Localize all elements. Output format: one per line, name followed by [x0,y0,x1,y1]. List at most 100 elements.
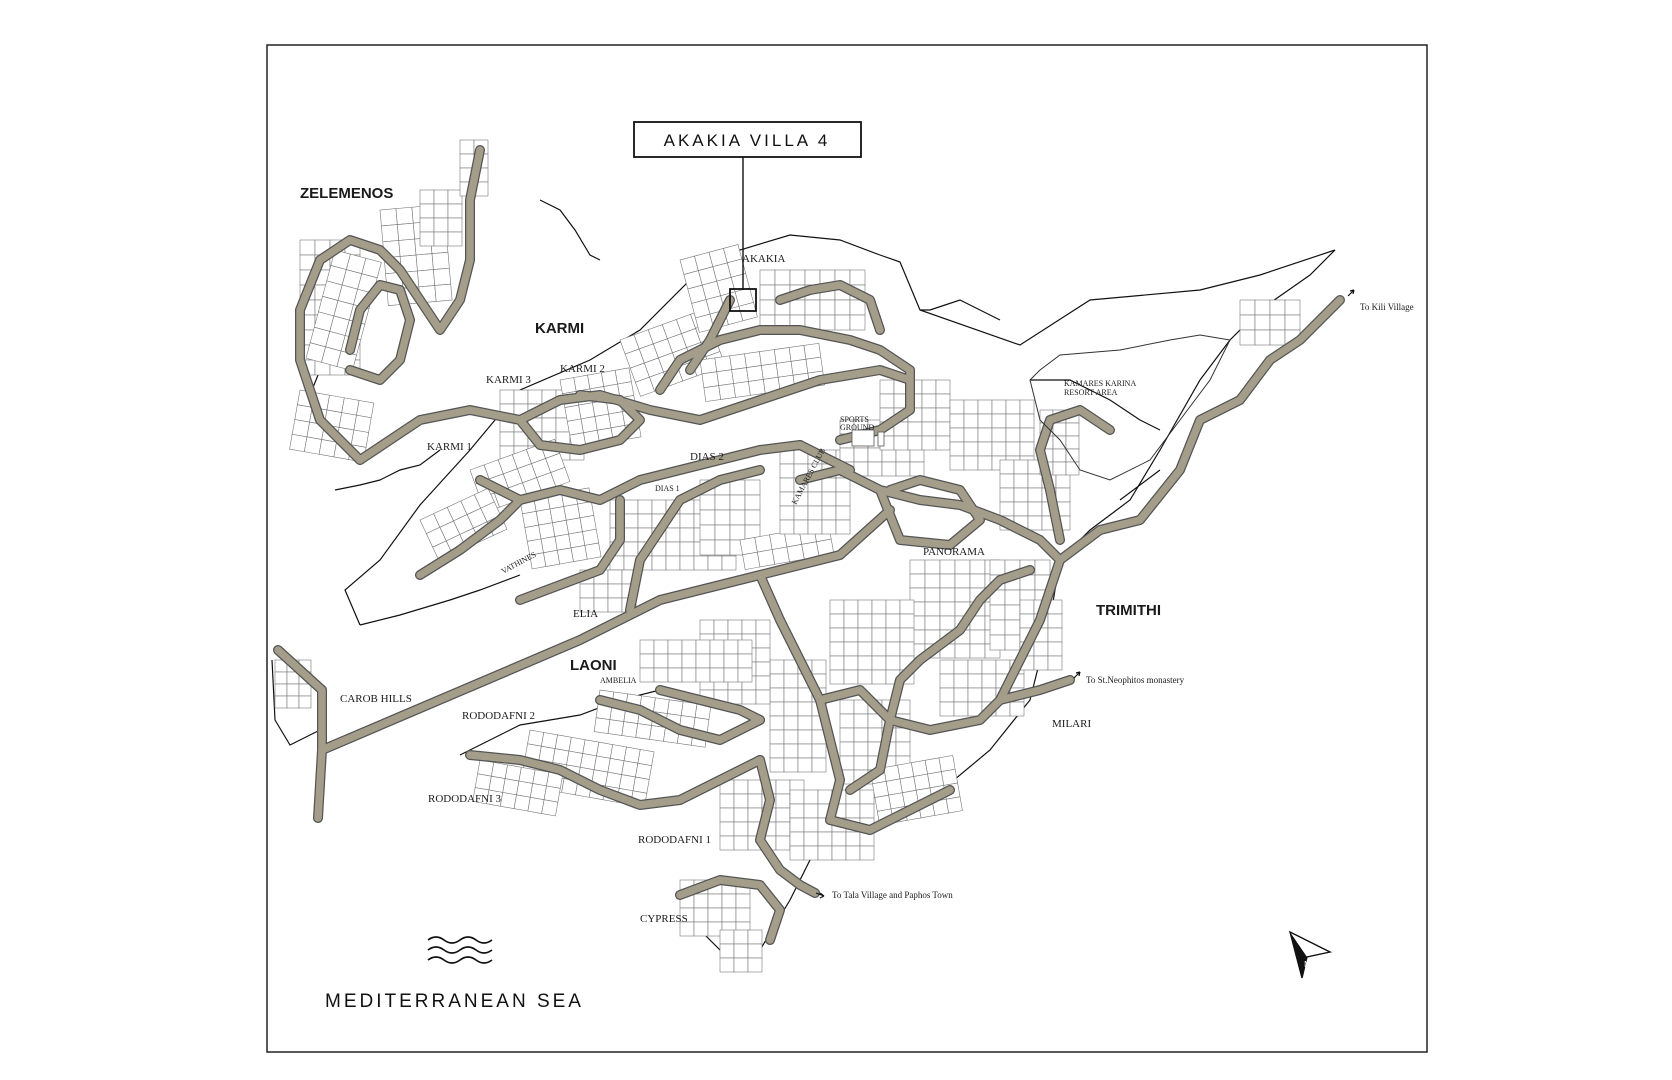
label-kamares-karina-1[interactable]: KAMARES KARINA [1064,379,1136,388]
parcel [504,764,522,782]
parcel [338,412,357,431]
parcel [419,217,435,233]
parcel [963,399,979,415]
label-milari[interactable]: MILARI [1052,718,1091,730]
label-rododafni-1[interactable]: RODODAFNI 1 [638,834,711,846]
parcel [1027,501,1043,517]
parcel [769,673,785,689]
road-akakia-spur [686,296,734,374]
parcel [1005,441,1021,457]
parcel-block [289,389,375,463]
callout-box [633,121,862,158]
parcel [797,743,813,759]
label-panorama[interactable]: PANORAMA [923,546,985,558]
parcel [741,689,757,705]
parcel [963,427,979,443]
label-laoni[interactable]: LAONI [570,657,617,674]
parcel [775,779,791,795]
parcel [883,764,901,782]
parcel [434,283,453,302]
parcel [939,587,956,603]
parcel [953,659,969,675]
label-trimithi[interactable]: TRIMITHI [1096,602,1161,619]
parcel [789,269,806,286]
parcel [607,583,623,599]
parcel [935,393,951,409]
parcel [843,669,859,685]
parcel [699,619,715,635]
label-to-neophitos[interactable]: To St.Neophitos monastery [1086,675,1185,685]
parcel [1005,413,1021,429]
label-karmi-2[interactable]: KARMI 2 [560,363,605,375]
parcel [819,314,836,331]
parcel [651,555,667,571]
parcel [747,943,763,959]
parcel [679,555,695,571]
label-karmi-1[interactable]: KARMI 1 [427,441,472,453]
parcel [899,776,917,794]
label-to-tala[interactable]: To Tala Village and Paphos Town [832,890,953,900]
parcel [839,699,855,715]
road-network [273,145,1345,945]
parcel [939,659,955,675]
parcel [1052,461,1067,476]
label-dias-1[interactable]: DIAS 1 [655,484,680,493]
parcel [857,613,873,629]
parcel [811,659,827,675]
parcel [921,379,937,395]
parcel [527,389,543,405]
parcel [718,383,736,400]
parcel [872,781,889,798]
label-cypress[interactable]: CYPRESS [640,913,688,925]
parcel [857,599,873,615]
parcel [949,399,965,415]
label-karmi-3[interactable]: KARMI 3 [486,374,531,386]
parcel [566,750,584,768]
parcel [707,893,723,909]
label-akakia[interactable]: AKAKIA [742,253,785,265]
label-dias-2[interactable]: DIAS 2 [690,451,724,463]
parcel [963,413,979,429]
label-carob-hills[interactable]: CAROB HILLS [340,693,412,705]
parcel [729,524,746,541]
parcel [1019,427,1035,443]
label-to-kili[interactable]: To Kili Village [1360,302,1414,312]
parcel [835,477,851,493]
label-rododafni-2[interactable]: RODODAFNI 2 [462,710,535,722]
label-kamares-karina-2[interactable]: RESORT AREA [1064,388,1118,397]
parcel [783,687,799,703]
parcel [524,524,542,542]
parcel [803,817,819,833]
parcel [1047,627,1063,643]
parcel [653,639,669,655]
parcel [775,360,794,378]
parcel [499,389,515,405]
parcel [431,251,450,270]
parcel [871,641,887,657]
parcel [924,573,941,589]
parcel [623,513,639,529]
parcel [811,757,827,773]
label-karmi[interactable]: KARMI [535,320,584,337]
parcel [954,559,971,575]
road-south-east [826,786,954,834]
parcel [353,414,372,433]
parcel [679,513,695,529]
label-zelemenos[interactable]: ZELEMENOS [300,185,393,202]
parcel [1239,314,1256,331]
parcel [742,551,761,570]
parcel [621,721,639,738]
label-rododafni-3[interactable]: RODODAFNI 3 [428,793,502,805]
label-elia[interactable]: ELIA [573,608,598,620]
label-sports-ground-2[interactable]: GROUND [840,423,874,432]
label-ambelia[interactable]: AMBELIA [600,676,637,685]
parcel [769,659,785,675]
parcel [651,499,667,515]
parcel [587,372,605,390]
parcel [719,929,735,945]
callout: AKAKIA VILLA 4 [633,121,862,289]
label-sports-ground-1[interactable]: SPORTS [840,415,869,424]
parcel [733,807,749,823]
parcel [714,539,731,556]
parcel [681,653,697,669]
